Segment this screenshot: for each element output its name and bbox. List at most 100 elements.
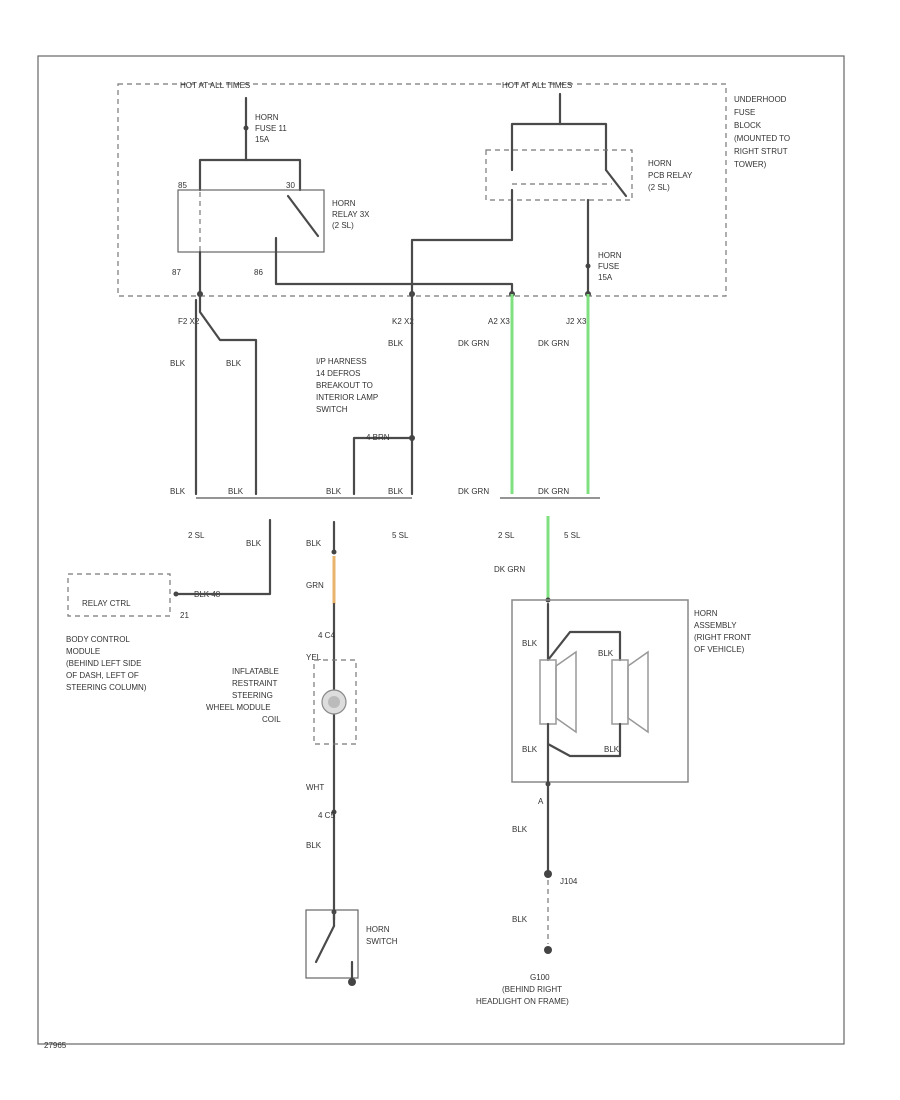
interior-lamp-branch [352,436,414,496]
svg-text:BLK: BLK [228,487,244,496]
relay-switch-contact [286,194,302,214]
coil-boundary [313,659,357,745]
relay-pin-85: 85 [178,181,187,190]
wire-label-blk-1: BLK [170,359,186,368]
svg-text:FUSE 11: FUSE 11 [255,124,287,133]
steering-wheel-module-coil: INFLATABLE RESTRAINT STEERING WHEEL MODU… [206,659,357,745]
svg-text:WHEEL MODULE: WHEEL MODULE [206,703,271,712]
interior-lamp-splice [409,435,415,441]
svg-text:BLK: BLK [388,487,404,496]
fuse-block-label: UNDERHOOD FUSE BLOCK (MOUNTED TO RIGHT S… [734,95,790,169]
svg-text:(2 SL): (2 SL) [332,221,354,230]
relay-switch-arm [298,210,320,238]
svg-text:MODULE: MODULE [66,647,100,656]
g100-ground-label: G100 (BEHIND RIGHT HEADLIGHT ON FRAME) [476,973,569,1006]
svg-text:DK GRN: DK GRN [538,487,569,496]
relay-pin-86-wire [274,236,514,296]
harness-pin-label: 4 BRN [366,433,390,442]
relay-pin-86: 86 [254,268,263,277]
svg-text:(MOUNTED TO: (MOUNTED TO [734,134,790,143]
horn-assembly: BLK BLK BLK BLK HORN ASSEMBLY (RIGHT FRO… [511,599,751,784]
svg-text:INFLATABLE: INFLATABLE [232,667,279,676]
bcm-pin-21: 21 [180,611,189,620]
horn-2-bell [627,650,649,734]
svg-text:FUSE: FUSE [598,262,619,271]
connector-k2-x2: K2 X2 [392,317,414,326]
coil-label: INFLATABLE RESTRAINT STEERING WHEEL MODU… [206,667,281,724]
hot-at-all-times-left: HOT AT ALL TIMES [180,81,250,90]
svg-text:RIGHT STRUT: RIGHT STRUT [734,147,788,156]
horn-fuse-symbol [585,263,591,269]
svg-text:15A: 15A [255,135,270,144]
center-connector-top [331,549,337,555]
bcm-relay-wire [174,518,272,596]
horn-pcb-relay-box [485,149,633,201]
wire-label-grn: GRN [306,581,324,590]
svg-text:G100: G100 [530,973,550,982]
footer-code: 27965 [44,1041,67,1050]
svg-text:FUSE: FUSE [734,108,755,117]
svg-text:HORN: HORN [694,609,718,618]
svg-text:BLOCK: BLOCK [734,121,762,130]
svg-text:HORN: HORN [366,925,390,934]
wire-label-dk-grn-1: DK GRN [458,339,489,348]
pcb-relay-supply [510,122,608,172]
svg-text:HORN: HORN [332,199,356,208]
svg-text:PCB RELAY: PCB RELAY [648,171,693,180]
horn-wire-blk-2: BLK [598,649,614,658]
underhood-fuse-block: HOT AT ALL TIMES HOT AT ALL TIMES UNDERH… [117,81,790,297]
svg-text:STEERING COLUMN): STEERING COLUMN) [66,683,147,692]
horn-assembly-label: HORN ASSEMBLY (RIGHT FRONT OF VEHICLE) [694,609,751,654]
svg-text:15A: 15A [598,273,613,282]
splice-label-right-b: 5 SL [564,531,581,540]
wire-label-wht: WHT [306,783,324,792]
horn-assembly-box [511,599,689,783]
hot-at-all-times-right: HOT AT ALL TIMES [502,81,572,90]
wire-label-blk-ground-1: BLK [512,825,528,834]
bcm-location-label: BODY CONTROL MODULE (BEHIND LEFT SIDE OF… [66,635,147,692]
horn-pin-a: A [538,797,544,806]
wire-label-blk-3: BLK [388,339,404,348]
relay-ctrl-label: RELAY CTRL [82,599,131,608]
pcb-relay-to-k2-wire [410,188,514,296]
wire-label-blk-switch: BLK [306,841,322,850]
horn-fuse-11-symbol [243,125,249,131]
horn-switch-ground [348,978,356,986]
horn-fuse-label: HORN FUSE 15A [598,251,622,282]
svg-text:ASSEMBLY: ASSEMBLY [694,621,737,630]
j104-label: J104 [560,877,578,886]
wire-label-yel: YEL [306,653,322,662]
svg-text:SWITCH: SWITCH [316,405,348,414]
svg-text:OF DASH, LEFT OF: OF DASH, LEFT OF [66,671,139,680]
relay-pin-87: 87 [172,268,181,277]
ip-harness-note: I/P HARNESS 14 DEFROS BREAKOUT TO INTERI… [316,357,378,414]
horn-feed-wire [546,602,622,662]
horn-wire-blk-4: BLK [604,745,620,754]
splice-label-left-a: 2 SL [188,531,205,540]
svg-text:OF VEHICLE): OF VEHICLE) [694,645,745,654]
svg-text:(RIGHT FRONT: (RIGHT FRONT [694,633,751,642]
svg-text:14 DEFROS: 14 DEFROS [316,369,360,378]
svg-text:(BEHIND LEFT SIDE: (BEHIND LEFT SIDE [66,659,141,668]
splice-wire-labels: BLK BLK BLK BLK DK GRN DK GRN [170,487,569,496]
wire-label-dk-grn-horn: DK GRN [494,565,525,574]
wire-label-blk-2: BLK [226,359,242,368]
svg-text:COIL: COIL [262,715,281,724]
svg-text:(BEHIND RIGHT: (BEHIND RIGHT [502,985,562,994]
svg-text:STEERING: STEERING [232,691,273,700]
svg-text:UNDERHOOD: UNDERHOOD [734,95,787,104]
fuse-block-boundary [117,83,727,297]
svg-text:I/P HARNESS: I/P HARNESS [316,357,367,366]
horn-1-body [539,659,557,725]
coil-pin-top: 4 C4 [318,631,335,640]
body-control-module: RELAY CTRL BLK 48 21 BLK BODY CONTROL MO… [66,518,272,692]
svg-text:HORN: HORN [598,251,622,260]
svg-text:INTERIOR LAMP: INTERIOR LAMP [316,393,378,402]
svg-text:BLK: BLK [170,487,186,496]
connector-j2-x3: J2 X3 [566,317,587,326]
horn-wire-blk-3: BLK [522,745,538,754]
wire-label-blk-center: BLK [306,539,322,548]
svg-text:TOWER): TOWER) [734,160,767,169]
svg-text:DK GRN: DK GRN [458,487,489,496]
